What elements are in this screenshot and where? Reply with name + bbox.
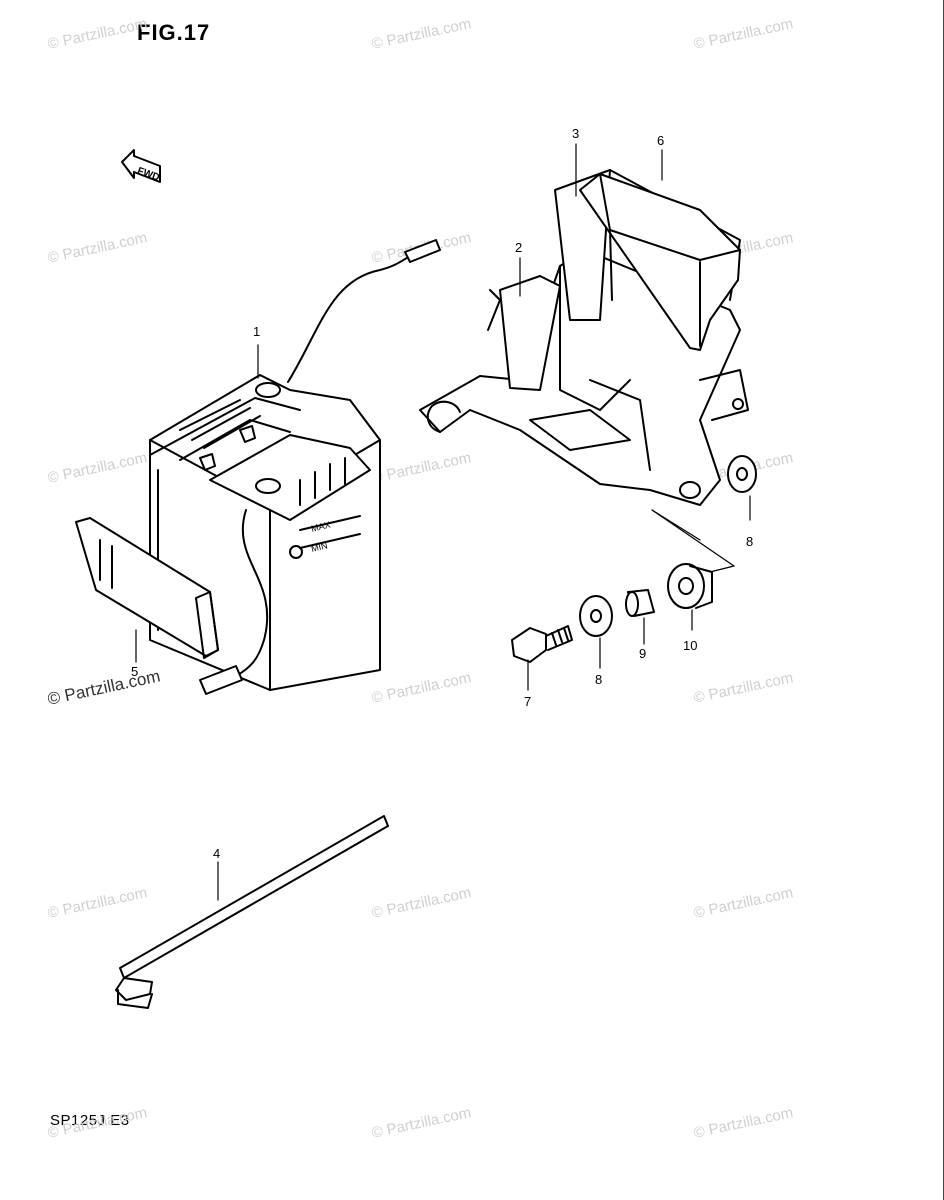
callout-9: 9 — [639, 646, 646, 661]
callout-2: 2 — [515, 240, 522, 255]
callout-7: 7 — [524, 694, 531, 709]
callout-1: 1 — [253, 324, 260, 339]
figure-title: FIG.17 — [137, 20, 211, 45]
callout-5: 5 — [131, 664, 138, 679]
grommet — [667, 563, 713, 609]
callout-8-bottom: 8 — [595, 672, 602, 687]
callout-8-right: 8 — [746, 534, 753, 549]
washer — [579, 595, 613, 637]
collar — [625, 589, 655, 617]
fwd-arrow-icon: FWD — [121, 149, 161, 184]
washer — [727, 455, 757, 493]
callout-4: 4 — [213, 846, 220, 861]
battery-strap — [75, 517, 219, 659]
relay-cover — [579, 173, 741, 351]
model-code: SP125J E3 — [50, 1112, 130, 1129]
callout-3: 3 — [572, 126, 579, 141]
breather-tube — [199, 239, 441, 695]
callout-10: 10 — [683, 638, 697, 653]
ground-wire — [115, 815, 389, 1009]
bolt — [511, 625, 573, 663]
callout-6: 6 — [657, 133, 664, 148]
